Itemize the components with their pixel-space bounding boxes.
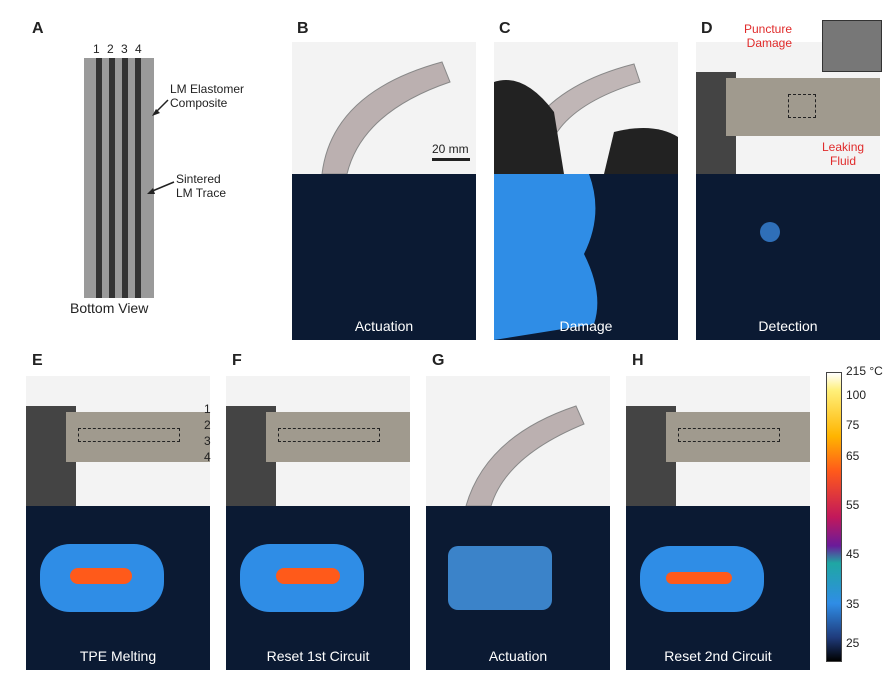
panel-g-photo bbox=[426, 376, 610, 506]
circuit-number-1: 1 bbox=[204, 402, 211, 416]
panel-b-caption: Actuation bbox=[354, 318, 414, 334]
arrow-icon bbox=[152, 99, 169, 116]
annotation-lm-elastomer-composite: LM Elastomer Composite bbox=[170, 82, 245, 110]
colorbar-tick: 25 bbox=[846, 636, 860, 650]
scale-bar bbox=[432, 158, 470, 161]
trace-number-1: 1 bbox=[93, 42, 100, 56]
panel-a-caption: Bottom View bbox=[70, 300, 149, 316]
panel-h-photo bbox=[626, 376, 810, 506]
circuit-number-3: 3 bbox=[204, 434, 211, 448]
colorbar-tick: 55 bbox=[846, 498, 860, 512]
colorbar bbox=[826, 372, 842, 662]
colorbar-tick: 100 bbox=[846, 388, 867, 402]
panel-f-label: F bbox=[232, 352, 242, 369]
panel-f-photo bbox=[226, 376, 410, 506]
panel-h-caption: Reset 2nd Circuit bbox=[664, 648, 772, 664]
panel-e-thermal: TPE Melting bbox=[26, 506, 210, 670]
trace-number-2: 2 bbox=[107, 42, 114, 56]
panel-d-caption: Detection bbox=[758, 318, 818, 334]
panel-b-thermal: Actuation bbox=[292, 174, 476, 340]
panel-a-label: A bbox=[32, 20, 44, 37]
annotation-puncture-damage: Puncture Damage bbox=[744, 22, 793, 50]
panel-g-thermal: Actuation bbox=[426, 506, 610, 670]
panel-f-thermal: Reset 1st Circuit bbox=[226, 506, 410, 670]
panel-c-photo bbox=[494, 42, 678, 174]
colorbar-tick: 45 bbox=[846, 547, 860, 561]
panel-d-label: D bbox=[701, 20, 713, 37]
annotation-sintered-lm-trace: Sintered LM Trace bbox=[176, 172, 227, 200]
panel-c-label: C bbox=[499, 20, 511, 37]
trace-number-3: 3 bbox=[121, 42, 128, 56]
colorbar-top-label: 215 °C bbox=[846, 364, 883, 378]
panel-d-photo bbox=[696, 42, 880, 174]
panel-c-thermal: Damage bbox=[494, 174, 678, 340]
circuit-number-2: 2 bbox=[204, 418, 211, 432]
panel-e-photo bbox=[26, 376, 210, 506]
colorbar-tick: 35 bbox=[846, 597, 860, 611]
annotation-leaking-fluid: Leaking Fluid bbox=[822, 140, 865, 168]
scale-bar-label: 20 mm bbox=[432, 142, 469, 156]
panel-b-photo bbox=[292, 42, 476, 174]
trace-number-4: 4 bbox=[135, 42, 142, 56]
panel-f-caption: Reset 1st Circuit bbox=[266, 648, 370, 664]
panel-e-caption: TPE Melting bbox=[79, 648, 157, 664]
panel-b-label: B bbox=[297, 20, 309, 37]
panel-e-label: E bbox=[32, 352, 43, 369]
panel-a-diagram bbox=[84, 58, 154, 298]
colorbar-tick: 75 bbox=[846, 418, 860, 432]
circuit-number-4: 4 bbox=[204, 450, 211, 464]
arrow-icon bbox=[147, 181, 175, 194]
panel-c-caption: Damage bbox=[559, 318, 613, 334]
puncture-inset bbox=[822, 20, 882, 72]
panel-h-thermal: Reset 2nd Circuit bbox=[626, 506, 810, 670]
panel-h-label: H bbox=[632, 352, 644, 369]
colorbar-tick: 65 bbox=[846, 449, 860, 463]
panel-d-thermal: Detection bbox=[696, 174, 880, 340]
panel-g-caption: Actuation bbox=[488, 648, 548, 664]
panel-g-label: G bbox=[432, 352, 445, 369]
